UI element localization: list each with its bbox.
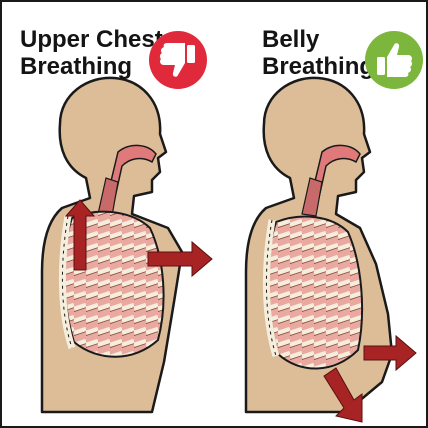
thumbs-up-icon: [364, 30, 424, 90]
belly-figure: [246, 78, 416, 422]
thumbs-down-icon: [148, 30, 208, 90]
right-ribcage: [268, 217, 362, 369]
upper-chest-figure: [42, 78, 212, 412]
upper-chest-breathing-title: Upper Chest Breathing: [20, 26, 163, 80]
belly-breathing-title: Belly Breathing: [262, 26, 374, 80]
